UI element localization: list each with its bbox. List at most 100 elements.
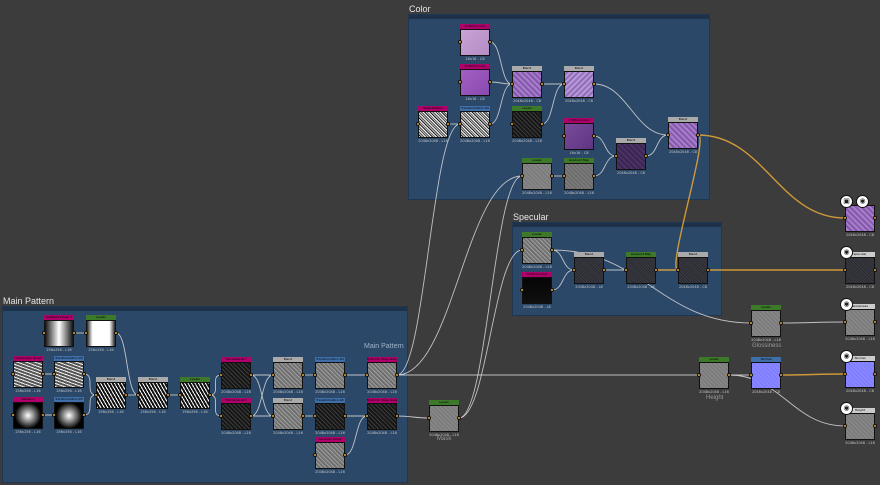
output-port[interactable] bbox=[540, 82, 544, 86]
output-port[interactable] bbox=[873, 320, 877, 324]
output-port[interactable] bbox=[550, 288, 554, 292]
input-port[interactable] bbox=[219, 414, 223, 418]
output-port[interactable] bbox=[124, 393, 128, 397]
output-port[interactable] bbox=[114, 331, 118, 335]
input-port[interactable] bbox=[313, 453, 317, 457]
output-port[interactable] bbox=[654, 268, 658, 272]
input-port[interactable] bbox=[52, 413, 56, 417]
output-port[interactable] bbox=[343, 453, 347, 457]
input-port[interactable] bbox=[749, 321, 753, 325]
input-port[interactable] bbox=[562, 174, 566, 178]
output-port[interactable] bbox=[592, 174, 596, 178]
input-port[interactable] bbox=[94, 393, 98, 397]
output-port[interactable] bbox=[779, 373, 783, 377]
output-port[interactable] bbox=[249, 373, 253, 377]
input-port[interactable] bbox=[843, 320, 847, 324]
input-port[interactable] bbox=[843, 424, 847, 428]
output-port[interactable] bbox=[488, 40, 492, 44]
node-m_mix1[interactable]: Multi Dir. Warp Grayscale2048x2048 - L16 bbox=[365, 357, 399, 399]
input-port[interactable] bbox=[416, 122, 420, 126]
output-port[interactable] bbox=[301, 414, 305, 418]
output-port[interactable] bbox=[540, 122, 544, 126]
input-port[interactable] bbox=[666, 133, 670, 137]
output-port[interactable] bbox=[592, 82, 596, 86]
input-port[interactable] bbox=[219, 373, 223, 377]
input-port[interactable] bbox=[42, 331, 46, 335]
input-port[interactable] bbox=[458, 80, 462, 84]
input-port[interactable] bbox=[11, 413, 15, 417]
output-port[interactable] bbox=[395, 414, 399, 418]
output-port[interactable] bbox=[779, 321, 783, 325]
input-port[interactable] bbox=[365, 373, 369, 377]
input-port[interactable] bbox=[136, 393, 140, 397]
input-port[interactable] bbox=[572, 268, 576, 272]
input-port[interactable] bbox=[614, 154, 618, 158]
input-port[interactable] bbox=[11, 372, 15, 376]
input-port[interactable] bbox=[52, 372, 56, 376]
input-port[interactable] bbox=[697, 373, 701, 377]
output-port[interactable] bbox=[488, 122, 492, 126]
input-port[interactable] bbox=[843, 268, 847, 272]
output-port[interactable] bbox=[706, 268, 710, 272]
output-port[interactable] bbox=[249, 414, 253, 418]
output-port[interactable] bbox=[873, 216, 877, 220]
input-port[interactable] bbox=[510, 82, 514, 86]
output-port[interactable] bbox=[41, 372, 45, 376]
node-m_mix2[interactable]: Multi Dir. Warp Grayscale2048x2048 - L16 bbox=[365, 398, 399, 440]
output-port[interactable] bbox=[457, 416, 461, 420]
output-port[interactable] bbox=[446, 122, 450, 126]
output-port[interactable] bbox=[592, 134, 596, 138]
output-port[interactable] bbox=[166, 393, 170, 397]
input-port[interactable] bbox=[271, 373, 275, 377]
input-port[interactable] bbox=[520, 174, 524, 178]
output-port[interactable] bbox=[602, 268, 606, 272]
input-port[interactable] bbox=[458, 122, 462, 126]
input-port[interactable] bbox=[510, 122, 514, 126]
output-port[interactable] bbox=[41, 413, 45, 417]
input-port[interactable] bbox=[84, 331, 88, 335]
input-port[interactable] bbox=[365, 414, 369, 418]
output-port[interactable] bbox=[208, 393, 212, 397]
input-port[interactable] bbox=[676, 268, 680, 272]
output-port[interactable] bbox=[644, 154, 648, 158]
input-port[interactable] bbox=[624, 268, 628, 272]
output-port[interactable] bbox=[873, 268, 877, 272]
input-port[interactable] bbox=[313, 414, 317, 418]
input-port[interactable] bbox=[749, 373, 753, 377]
input-port[interactable] bbox=[271, 414, 275, 418]
output-port[interactable] bbox=[82, 413, 86, 417]
